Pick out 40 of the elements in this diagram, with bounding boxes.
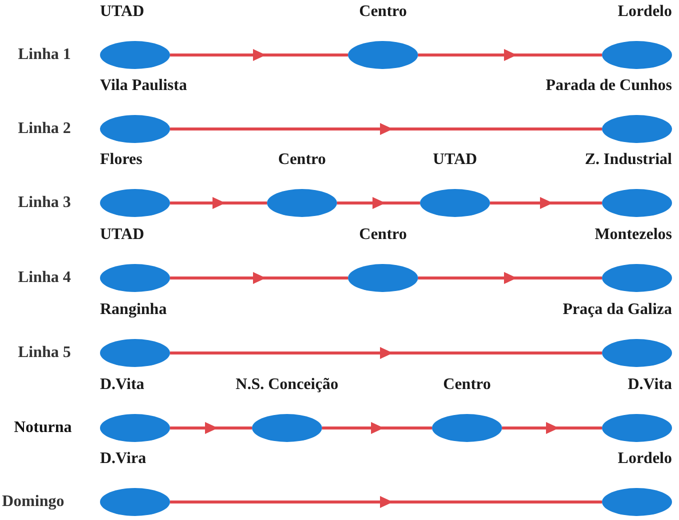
- stop-name: Praça da Galiza: [562, 301, 672, 319]
- route-arrow: [418, 49, 602, 61]
- route-arrow: [170, 49, 348, 61]
- route-arrow: [502, 422, 602, 434]
- route-arrow: [322, 422, 432, 434]
- route-arrow: [170, 422, 252, 434]
- stop-name: UTAD: [432, 151, 478, 169]
- stop-name: D.Vita: [628, 376, 672, 394]
- route-arrow: [170, 272, 348, 284]
- stop-name: UTAD: [100, 226, 144, 244]
- stop-name: Montezelos: [594, 226, 672, 244]
- stop-name: Lordelo: [618, 3, 672, 21]
- line-label: Domingo: [2, 493, 64, 511]
- stop-name: D.Vita: [100, 376, 144, 394]
- stop-name: D.Vira: [100, 450, 146, 468]
- route-arrow: [418, 272, 602, 284]
- stop-name: Centro: [278, 151, 326, 169]
- route-arrow: [170, 496, 602, 508]
- stop-name: UTAD: [100, 3, 144, 21]
- route-arrow: [490, 197, 602, 209]
- stop-name: N.S. Conceição: [236, 376, 338, 394]
- stop-name: Z. Industrial: [584, 151, 672, 169]
- route-arrow: [170, 347, 602, 359]
- route-arrow: [337, 197, 420, 209]
- line-label: Linha 2: [18, 120, 71, 138]
- route-arrow: [170, 197, 267, 209]
- line-label: Linha 3: [18, 194, 71, 212]
- stop-name: Vila Paulista: [100, 77, 187, 95]
- stop-name: Ranginha: [100, 301, 167, 319]
- stop-name: Centro: [359, 3, 407, 21]
- stop-name: Centro: [443, 376, 491, 394]
- line-label: Noturna: [14, 419, 72, 437]
- line-label: Linha 4: [18, 269, 71, 287]
- route-arrow: [170, 123, 602, 135]
- stop-name: Lordelo: [618, 450, 672, 468]
- line-label: Linha 1: [18, 46, 71, 64]
- stop-name: Centro: [359, 226, 407, 244]
- stop-name: Parada de Cunhos: [546, 77, 672, 95]
- line-label: Linha 5: [18, 344, 71, 362]
- stop-name: Flores: [100, 151, 142, 169]
